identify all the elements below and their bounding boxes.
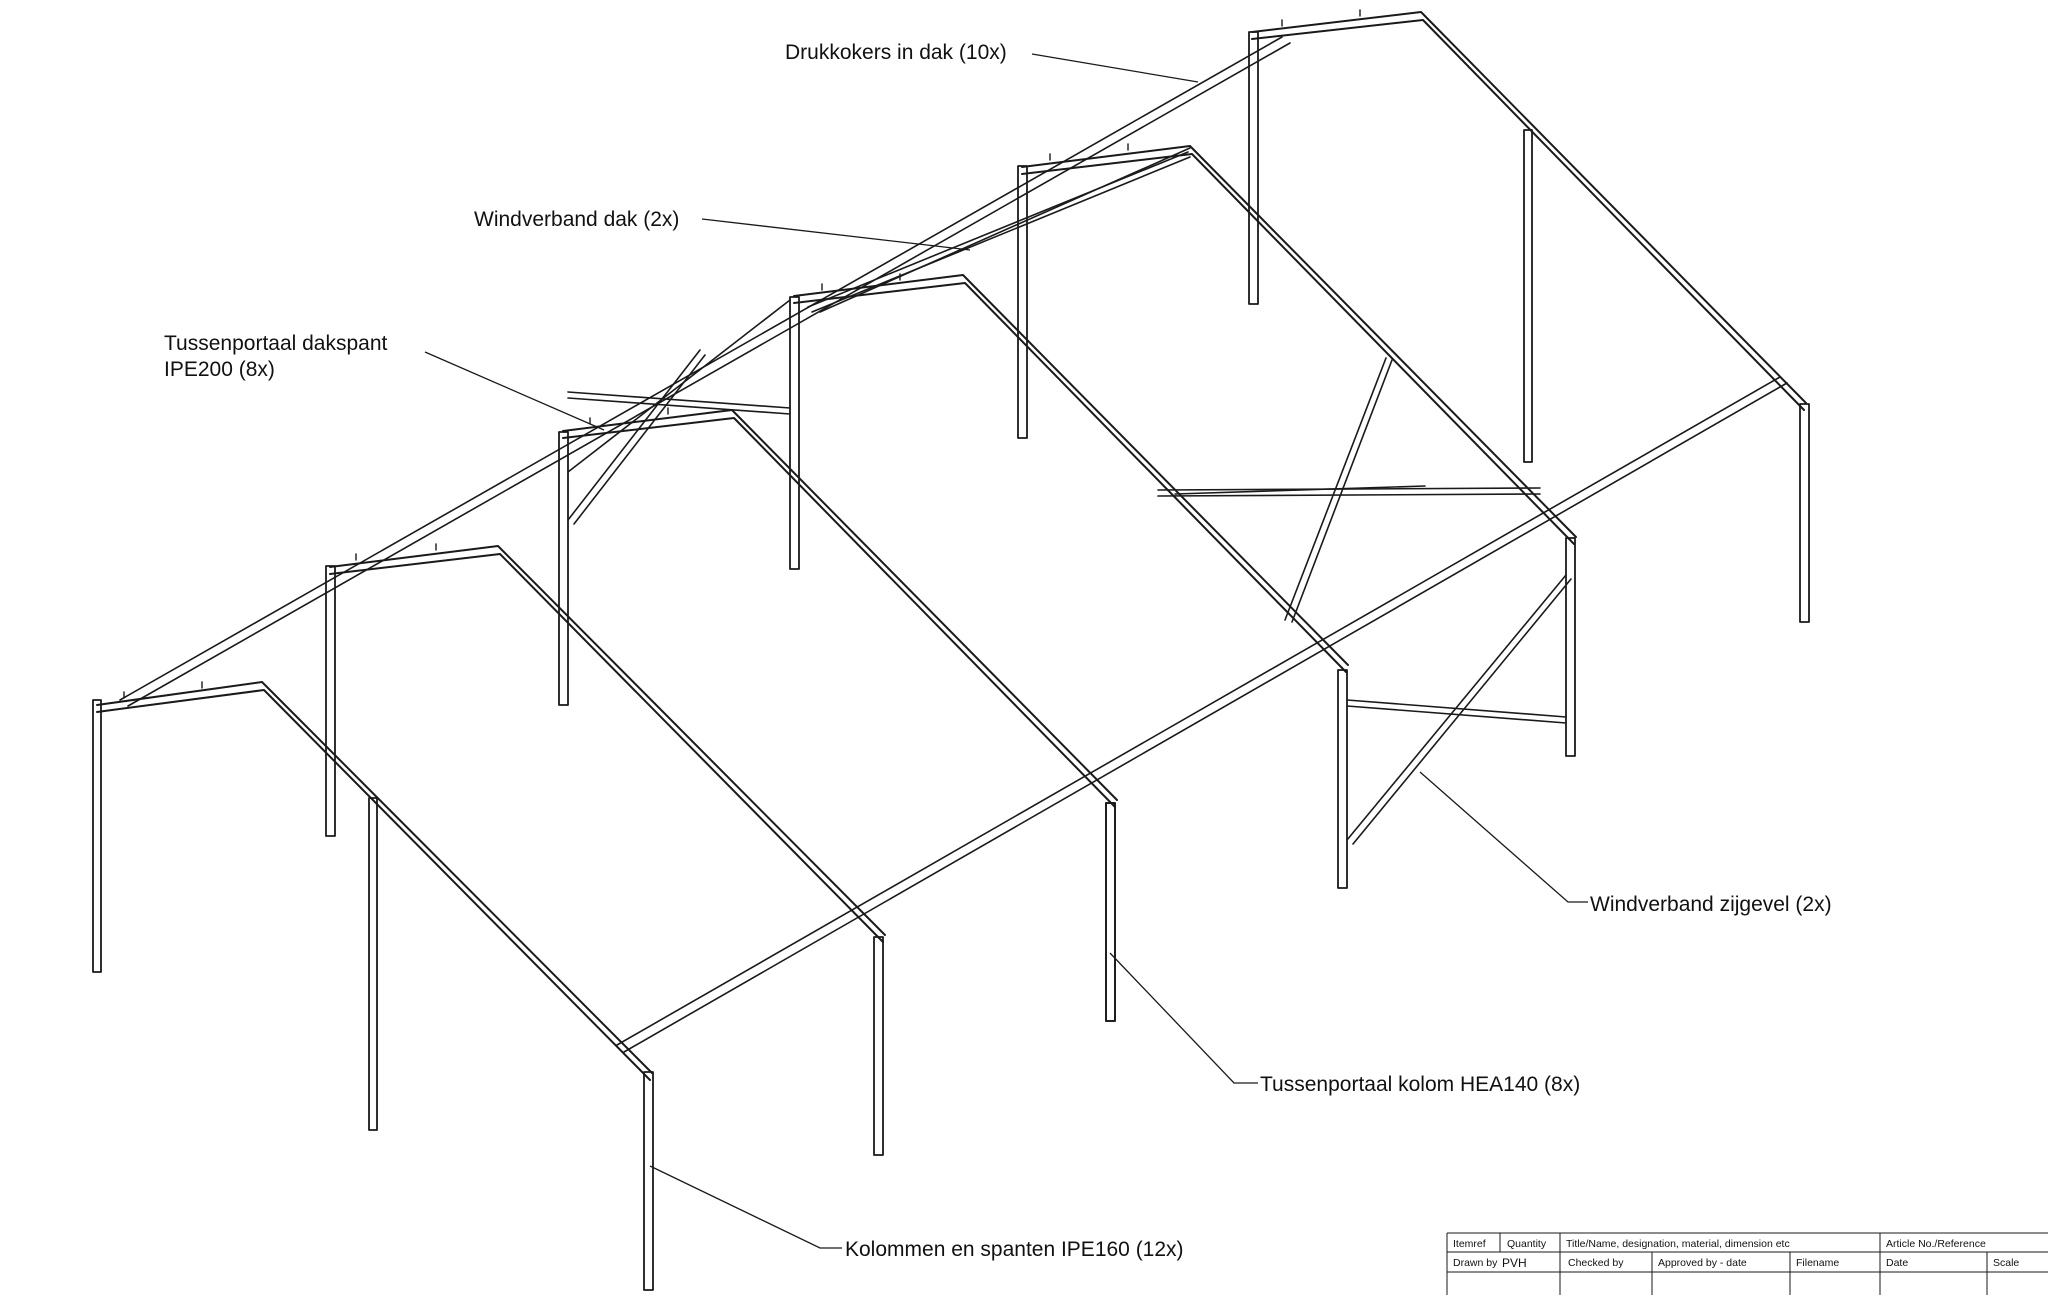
tb-quantity: Quantity [1507, 1238, 1547, 1250]
portal-frame-5 [1017, 145, 1577, 757]
portal-frame-6 [1248, 11, 1810, 623]
label-tussenportaal-kolom: Tussenportaal kolom HEA140 (8x) [1260, 1073, 1580, 1096]
tb-filename: Filename [1796, 1257, 1839, 1269]
leader-lines [424, 53, 1588, 1249]
title-block: Itemref Quantity Title/Name, designation… [1446, 1232, 2048, 1295]
tb-checked-by: Checked by [1568, 1257, 1624, 1269]
label-windverband-zijgevel: Windverband zijgevel (2x) [1590, 893, 1832, 916]
tb-scale: Scale [1993, 1257, 2019, 1269]
label-kolommen-spanten: Kolommen en spanten IPE160 (12x) [845, 1238, 1184, 1261]
tb-approved-by: Approved by - date [1658, 1257, 1747, 1269]
intermediate-columns [1105, 802, 1116, 1022]
ridge-compression-tubes [119, 36, 1291, 707]
wall-bracing-left [567, 299, 791, 525]
tb-article-no: Article No./Reference [1886, 1238, 1986, 1250]
tb-title-name: Title/Name, designation, material, dimen… [1566, 1238, 1790, 1250]
tb-date: Date [1886, 1257, 1908, 1269]
tb-drawn-by: Drawn by [1453, 1257, 1498, 1269]
label-drukkokers: Drukkokers in dak (10x) [785, 41, 1007, 64]
label-tussenportaal-dakspant-2: IPE200 (8x) [164, 358, 275, 381]
tb-itemref: Itemref [1453, 1238, 1486, 1250]
portal-frame-2 [325, 545, 886, 1156]
eave-tube [616, 376, 1788, 1053]
purlin-cleats [123, 9, 1361, 699]
label-windverband-dak: Windverband dak (2x) [474, 208, 679, 231]
steel-structure [92, 9, 1810, 1291]
portal-frame-4 [789, 274, 1349, 889]
side-wall-bracing [1346, 574, 1572, 845]
callout-labels: Drukkokers in dak (10x) Windverband dak … [164, 41, 1832, 1261]
tb-drawn-by-value: PVH [1502, 1256, 1527, 1270]
roof-cross-bracing [1157, 357, 1541, 623]
portal-frame-1 [92, 681, 654, 1291]
label-tussenportaal-dakspant-1: Tussenportaal dakspant [164, 332, 388, 355]
